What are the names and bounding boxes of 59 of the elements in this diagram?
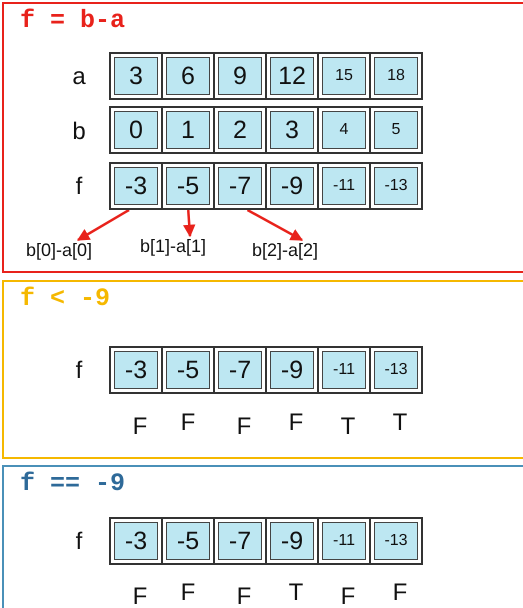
boolean-value: F (180, 579, 196, 607)
row-label: b (72, 118, 86, 146)
row-label: f (76, 357, 82, 385)
array-cell: 3 (109, 52, 163, 100)
array-cell: 12 (265, 52, 319, 100)
array-cell: 15 (317, 52, 371, 100)
array-cell: -9 (265, 517, 319, 565)
array-cell: -13 (369, 517, 423, 565)
panel-heading: f == -9 (20, 469, 126, 498)
arrow (183, 210, 196, 238)
array-cell: -13 (369, 162, 423, 210)
array-cell: -11 (317, 517, 371, 565)
array-cell: -7 (213, 162, 267, 210)
arrow (76, 208, 130, 242)
array-cell: 2 (213, 106, 267, 154)
panel (2, 280, 523, 459)
array-cell: -9 (265, 162, 319, 210)
boolean-value: F (132, 583, 148, 608)
boolean-value: F (236, 413, 252, 441)
boolean-value: F (180, 409, 196, 437)
array-cell: -3 (109, 346, 163, 394)
array-cell: 4 (317, 106, 371, 154)
array-cell: -7 (213, 517, 267, 565)
array-cell: 0 (109, 106, 163, 154)
panel-heading: f < -9 (20, 284, 110, 313)
array-cell: -11 (317, 162, 371, 210)
array-cell: -3 (109, 517, 163, 565)
array-cell: -5 (161, 517, 215, 565)
array-cell: -5 (161, 346, 215, 394)
array-cell: -3 (109, 162, 163, 210)
row-label: f (76, 528, 82, 556)
array-cell: -9 (265, 346, 319, 394)
array-cell: 1 (161, 106, 215, 154)
arrow (246, 208, 304, 242)
boolean-value: T (340, 413, 356, 441)
panel-heading: f = b-a (20, 6, 126, 35)
array-cell: 6 (161, 52, 215, 100)
array-cell: -7 (213, 346, 267, 394)
array-cell: 3 (265, 106, 319, 154)
array-cell: -5 (161, 162, 215, 210)
boolean-value: F (392, 579, 408, 607)
array-cell: -11 (317, 346, 371, 394)
array-cell: -13 (369, 346, 423, 394)
boolean-value: T (392, 409, 408, 437)
expression-label: b[0]-a[0] (26, 240, 130, 266)
row-label: f (76, 173, 82, 201)
array-cell: 9 (213, 52, 267, 100)
array-cell: 18 (369, 52, 423, 100)
panel (2, 465, 523, 608)
boolean-value: T (288, 579, 304, 607)
array-cell: 5 (369, 106, 423, 154)
row-label: a (72, 63, 86, 91)
boolean-value: F (288, 409, 304, 437)
expression-label: b[2]-a[2] (252, 240, 352, 266)
boolean-value: F (236, 583, 252, 608)
boolean-value: F (340, 583, 356, 608)
expression-label: b[1]-a[1] (140, 236, 240, 262)
boolean-value: F (132, 413, 148, 441)
panel (2, 2, 523, 273)
